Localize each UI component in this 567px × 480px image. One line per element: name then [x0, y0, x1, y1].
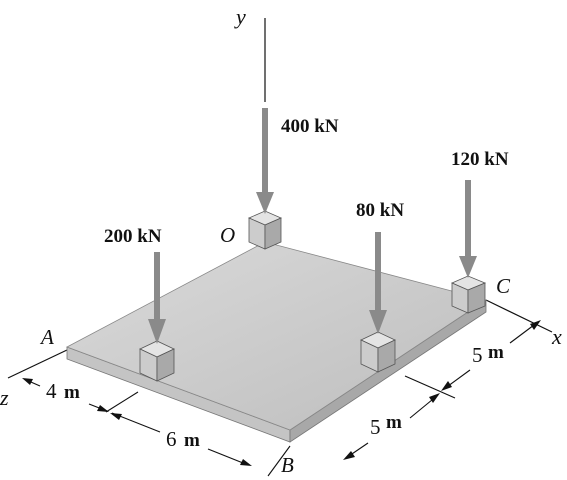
- plate: [66, 241, 487, 443]
- z-axis-line: [7, 349, 68, 379]
- dimension-4m: 4 m: [22, 378, 109, 412]
- dimension-5m-upper: 5 m: [441, 320, 541, 391]
- dim-6-unit: m: [184, 430, 200, 451]
- load-arrow-400: [256, 108, 274, 214]
- block-C-side: [467, 282, 486, 314]
- arrow-head: [256, 192, 274, 214]
- x-axis-label: x: [551, 324, 562, 349]
- dim-arrowhead: [97, 405, 109, 412]
- dim-5-lower-unit: m: [386, 412, 402, 433]
- load-arrow-80: [369, 232, 387, 334]
- dim-arrowhead: [441, 381, 452, 391]
- dim-arrowhead: [22, 378, 33, 385]
- block-C: [451, 275, 487, 314]
- dim-arrowhead: [343, 451, 355, 460]
- plate-top: [66, 241, 487, 431]
- point-label-C: C: [496, 274, 511, 298]
- load-arrow-120: [459, 180, 477, 278]
- arrow-shaft: [154, 252, 160, 321]
- arrow-shaft: [375, 232, 381, 312]
- load-label-120: 120 kN: [451, 149, 509, 170]
- block-O-side: [264, 217, 282, 250]
- dim-5-upper-unit: m: [488, 342, 504, 363]
- dimension-5m-lower: 5 m: [343, 393, 440, 460]
- dim-5-upper-value: 5: [472, 343, 483, 367]
- z-axis-label: z: [0, 385, 9, 410]
- y-axis-label: y: [234, 4, 246, 29]
- block-O: [248, 210, 282, 250]
- dim-arrowhead: [110, 413, 122, 420]
- dim-extension-mid: [404, 375, 456, 399]
- block-mid: [360, 331, 396, 373]
- point-label-O: O: [220, 223, 235, 247]
- dimension-6m: 6 m: [110, 412, 252, 466]
- load-label-200: 200 kN: [104, 226, 162, 247]
- dim-5-lower-value: 5: [370, 415, 381, 439]
- block-front: [139, 340, 175, 382]
- dim-arrowhead: [429, 393, 440, 403]
- arrow-shaft: [262, 108, 268, 194]
- load-label-400: 400 kN: [281, 116, 339, 137]
- arrow-head: [148, 319, 166, 344]
- point-label-B: B: [281, 453, 294, 477]
- dim-4-unit: m: [64, 382, 80, 403]
- arrow-head: [459, 256, 477, 278]
- dim-arrowhead: [530, 320, 541, 330]
- dim-6-value: 6: [166, 427, 177, 451]
- dim-4-value: 4: [46, 379, 57, 403]
- dim-arrowhead: [240, 459, 252, 466]
- block-mid-side: [377, 339, 396, 373]
- load-label-80: 80 kN: [356, 200, 404, 221]
- x-axis-line: [485, 299, 553, 333]
- point-label-A: A: [39, 325, 54, 349]
- dim-extension-B: [267, 445, 291, 477]
- dim-extension-front: [105, 391, 139, 413]
- arrow-shaft: [465, 180, 471, 258]
- load-arrow-200: [148, 252, 166, 344]
- block-front-side: [156, 348, 175, 382]
- arrow-head: [369, 310, 387, 334]
